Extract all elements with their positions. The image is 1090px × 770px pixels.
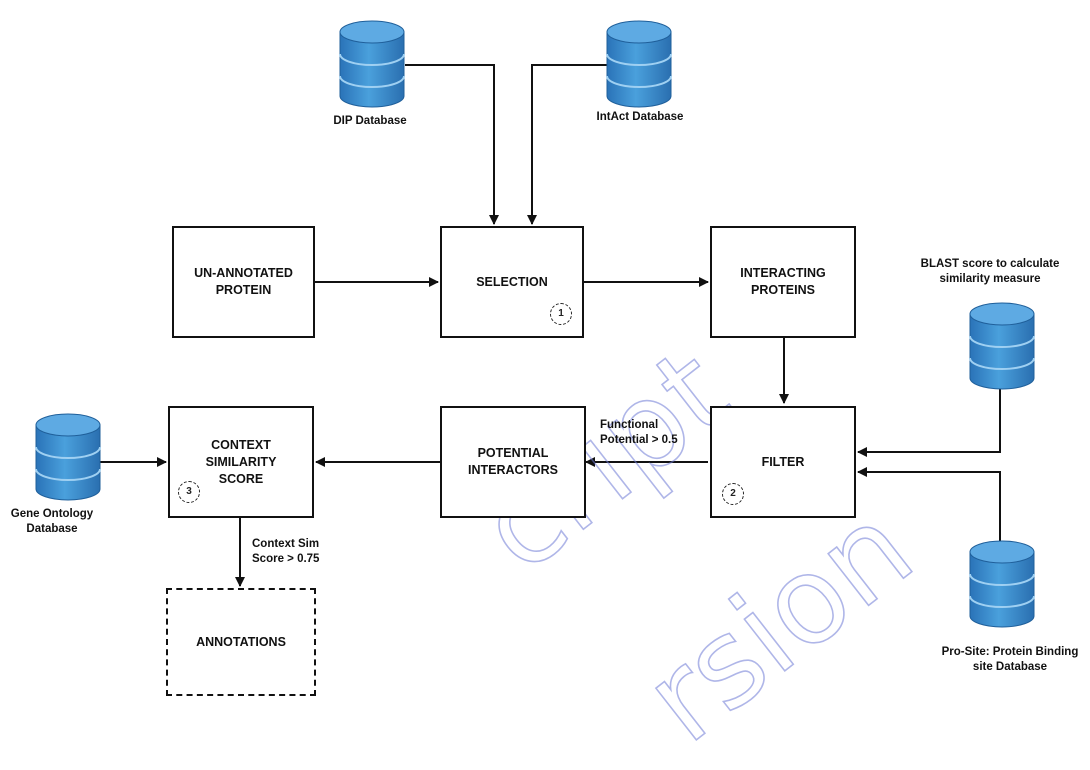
edge-dip-to-selection [405, 64, 499, 225]
connectors [100, 64, 1001, 587]
edge-intact-to-selection [527, 64, 608, 225]
node-interacting-proteins: INTERACTING PROTEINS [710, 226, 856, 338]
database-icon-prosite [969, 540, 1035, 628]
database-icon-blast [969, 302, 1035, 390]
label-context-sim-score: Context Sim Score > 0.75 [252, 538, 320, 565]
node-context-similarity-score: CONTEXT SIMILARITY SCORE [168, 406, 314, 518]
edge-blast-to-filter [857, 388, 1001, 457]
step-badge-1: 1 [550, 303, 572, 325]
label-dip-database: DIP Database [333, 115, 407, 127]
node-annotations: ANNOTATIONS [166, 588, 316, 696]
label-prosite-database: Pro-Site: Protein Binding site Database [941, 646, 1079, 673]
edge-prosite-to-filter [857, 467, 1001, 548]
label-functional-potential: Functional Potential > 0.5 [600, 419, 678, 446]
label-blast-score: BLAST score to calculate similarity meas… [920, 258, 1060, 285]
workflow-diagram [35, 20, 1035, 628]
label-gene-ontology-database: Gene Ontology Database [10, 508, 94, 535]
node-potential-interactors: POTENTIAL INTERACTORS [440, 406, 586, 518]
database-icon-dip [339, 20, 405, 108]
label-intact-database: IntAct Database [596, 111, 684, 123]
database-icon-intact [606, 20, 672, 108]
database-icon-gene-ontology [35, 413, 101, 501]
node-unannotated-protein: UN-ANNOTATED PROTEIN [172, 226, 315, 338]
step-badge-2: 2 [722, 483, 744, 505]
step-badge-3: 3 [178, 481, 200, 503]
